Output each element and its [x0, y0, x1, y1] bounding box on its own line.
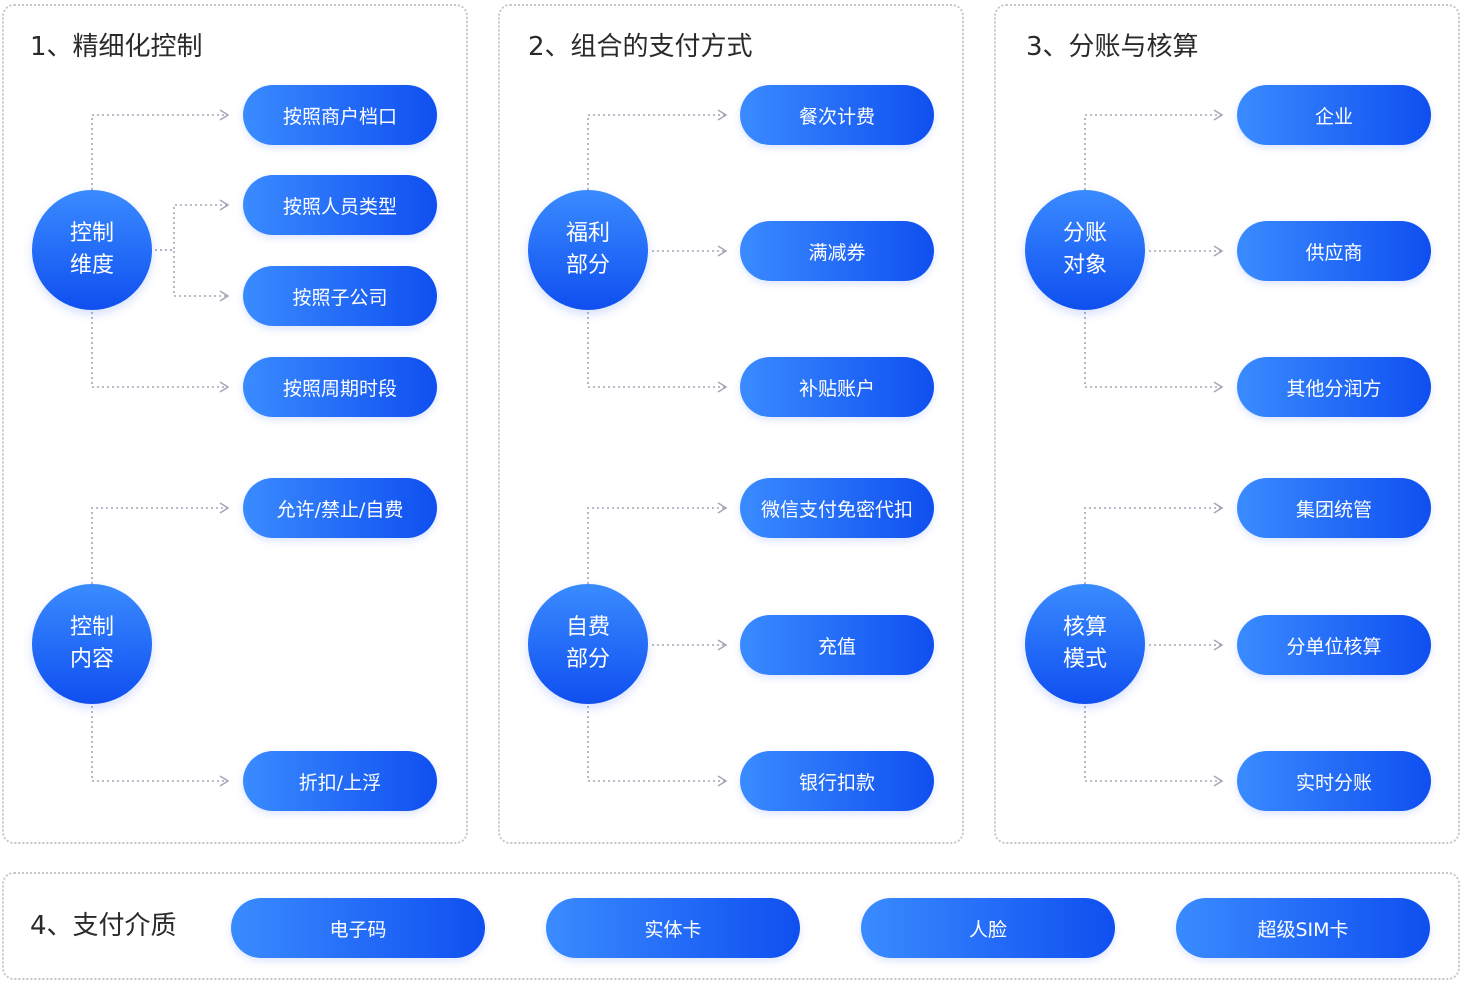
node-label-line: 维度 [69, 253, 114, 278]
node-label-line: 部分 [565, 647, 610, 672]
section-panel-media [2, 872, 1460, 980]
item-other-profit-party: 其他分润方 [1237, 357, 1431, 417]
node-label-line: 控制 [69, 221, 114, 246]
item-realtime-split: 实时分账 [1237, 751, 1431, 811]
node-control-content: 控制 内容 [32, 584, 152, 704]
item-supplier: 供应商 [1237, 221, 1431, 281]
item-by-subsidiary: 按照子公司 [243, 266, 437, 326]
media-physical-card: 实体卡 [546, 898, 800, 958]
item-top-up: 充值 [740, 615, 934, 675]
node-label-line: 福利 [565, 221, 610, 246]
node-label-line: 控制 [69, 615, 114, 640]
media-electronic-code: 电子码 [231, 898, 485, 958]
node-label-line: 核算 [1062, 615, 1107, 640]
item-per-unit-accounting: 分单位核算 [1237, 615, 1431, 675]
node-welfare-part: 福利 部分 [528, 190, 648, 310]
node-label-line: 部分 [565, 253, 610, 278]
section-panel-payment [498, 4, 964, 844]
node-label-line: 分账 [1062, 221, 1107, 246]
item-bank-debit: 银行扣款 [740, 751, 934, 811]
item-discount-markup: 折扣/上浮 [243, 751, 437, 811]
node-label-line: 对象 [1062, 253, 1107, 278]
section-title-payment: 2、组合的支付方式 [528, 32, 753, 62]
item-wechat-autopay: 微信支付免密代扣 [740, 478, 934, 538]
item-enterprise: 企业 [1237, 85, 1431, 145]
item-group-management: 集团统管 [1237, 478, 1431, 538]
item-allow-deny-selfpay: 允许/禁止/自费 [243, 478, 437, 538]
section-panel-control [2, 4, 468, 844]
item-by-personnel-type: 按照人员类型 [243, 175, 437, 235]
node-label-line: 自费 [565, 615, 610, 640]
item-discount-coupon: 满减券 [740, 221, 934, 281]
item-by-merchant-stall: 按照商户档口 [243, 85, 437, 145]
section-title-media: 4、支付介质 [30, 911, 177, 941]
item-by-period: 按照周期时段 [243, 357, 437, 417]
node-label-line: 模式 [1062, 647, 1107, 672]
node-control-dimension: 控制 维度 [32, 190, 152, 310]
section-panel-settlement [994, 4, 1460, 844]
item-meal-billing: 餐次计费 [740, 85, 934, 145]
item-subsidy-account: 补贴账户 [740, 357, 934, 417]
node-label-line: 内容 [69, 647, 114, 672]
node-accounting-mode: 核算 模式 [1025, 584, 1145, 704]
section-title-settlement: 3、分账与核算 [1026, 32, 1199, 62]
node-selfpay-part: 自费 部分 [528, 584, 648, 704]
node-split-target: 分账 对象 [1025, 190, 1145, 310]
section-title-control: 1、精细化控制 [30, 32, 203, 62]
media-super-sim-card: 超级SIM卡 [1176, 898, 1430, 958]
media-face: 人脸 [861, 898, 1115, 958]
